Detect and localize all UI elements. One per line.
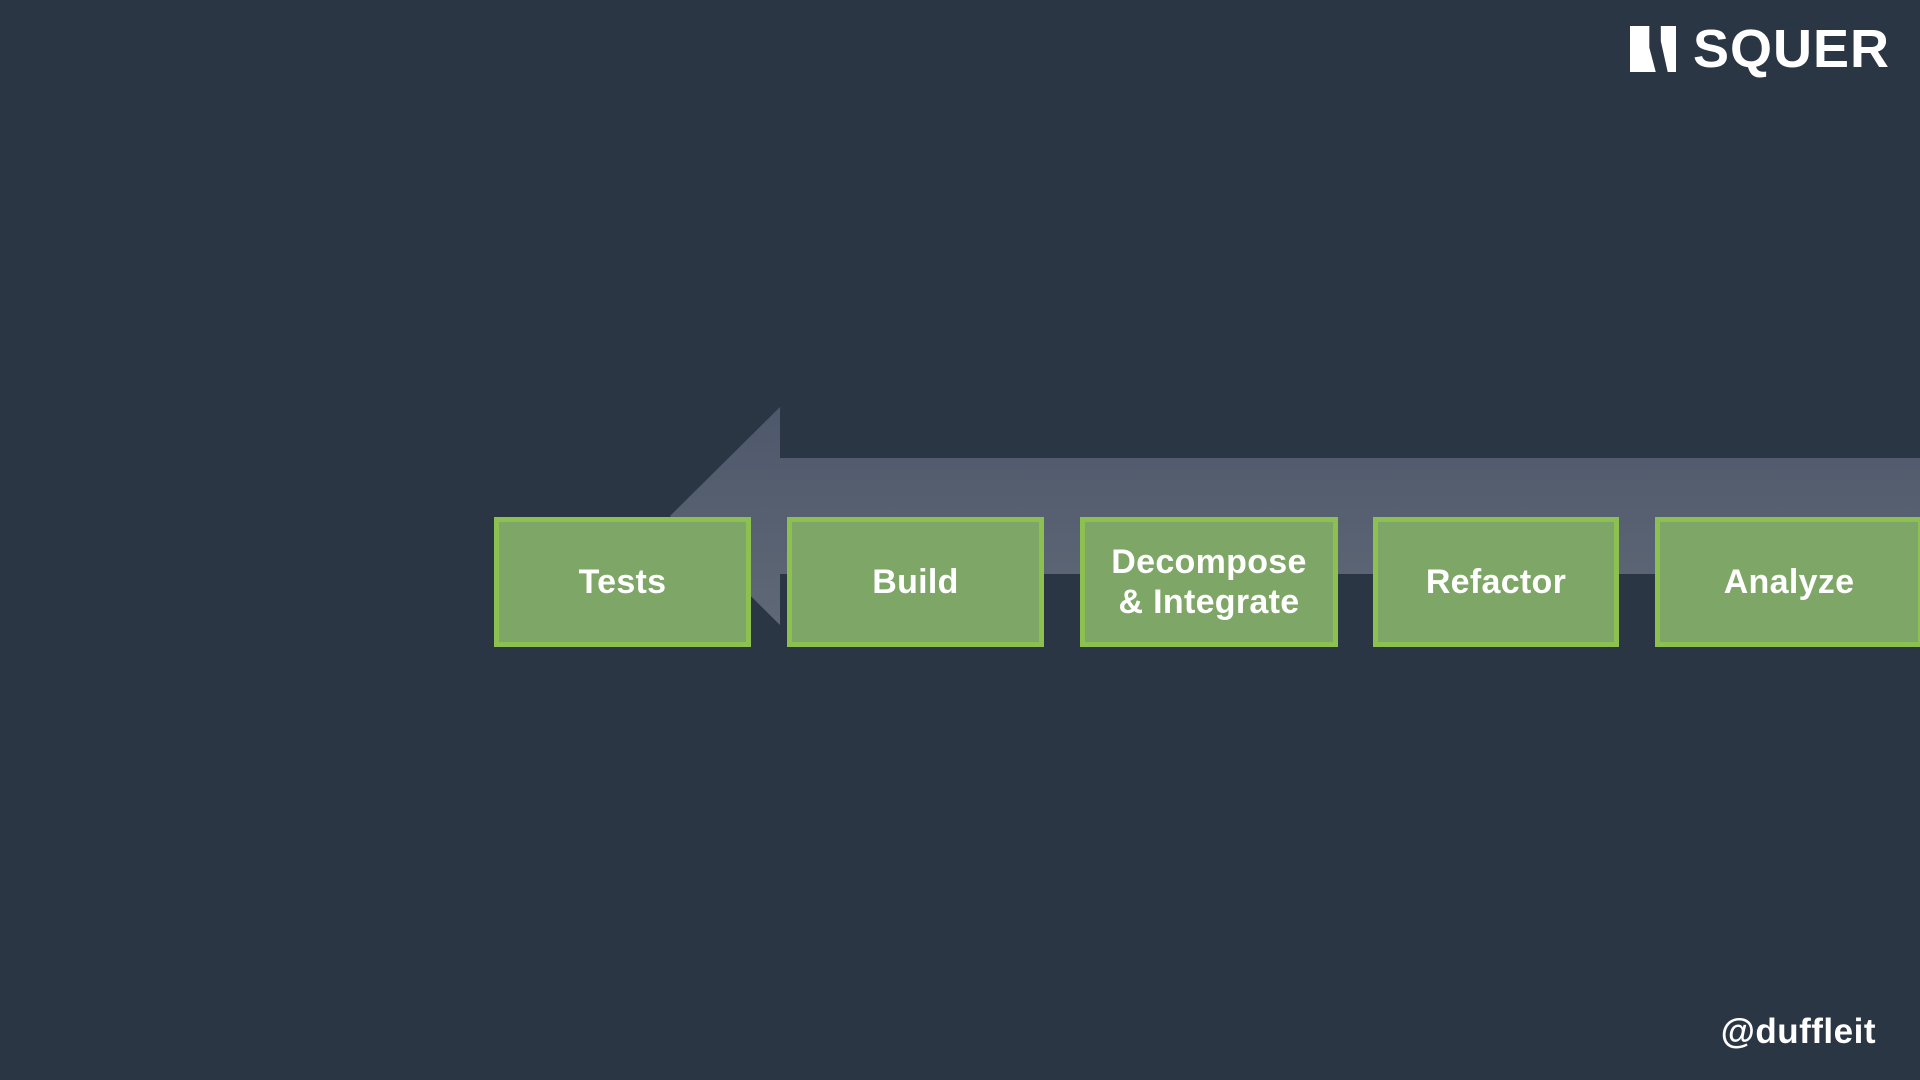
brand-logo: SQUER: [1629, 19, 1890, 79]
squer-logo-icon: [1629, 26, 1676, 72]
step-label-build: Build: [872, 563, 959, 601]
step-box-analyze: Analyze: [1655, 517, 1920, 647]
step-box-build: Build: [787, 517, 1044, 647]
step-label-refactor: Refactor: [1425, 563, 1567, 601]
step-label-analyze: Analyze: [1723, 563, 1855, 601]
author-handle: @duffleit: [1720, 1012, 1876, 1051]
step-box-tests: Tests: [494, 517, 751, 647]
step-label-decompose-integrate: Decompose & Integrate: [1111, 543, 1307, 621]
step-box-refactor: Refactor: [1373, 517, 1619, 647]
step-label-tests: Tests: [578, 563, 667, 601]
step-box-decompose-integrate: Decompose & Integrate: [1080, 517, 1338, 647]
brand-wordmark: SQUER: [1692, 19, 1890, 79]
